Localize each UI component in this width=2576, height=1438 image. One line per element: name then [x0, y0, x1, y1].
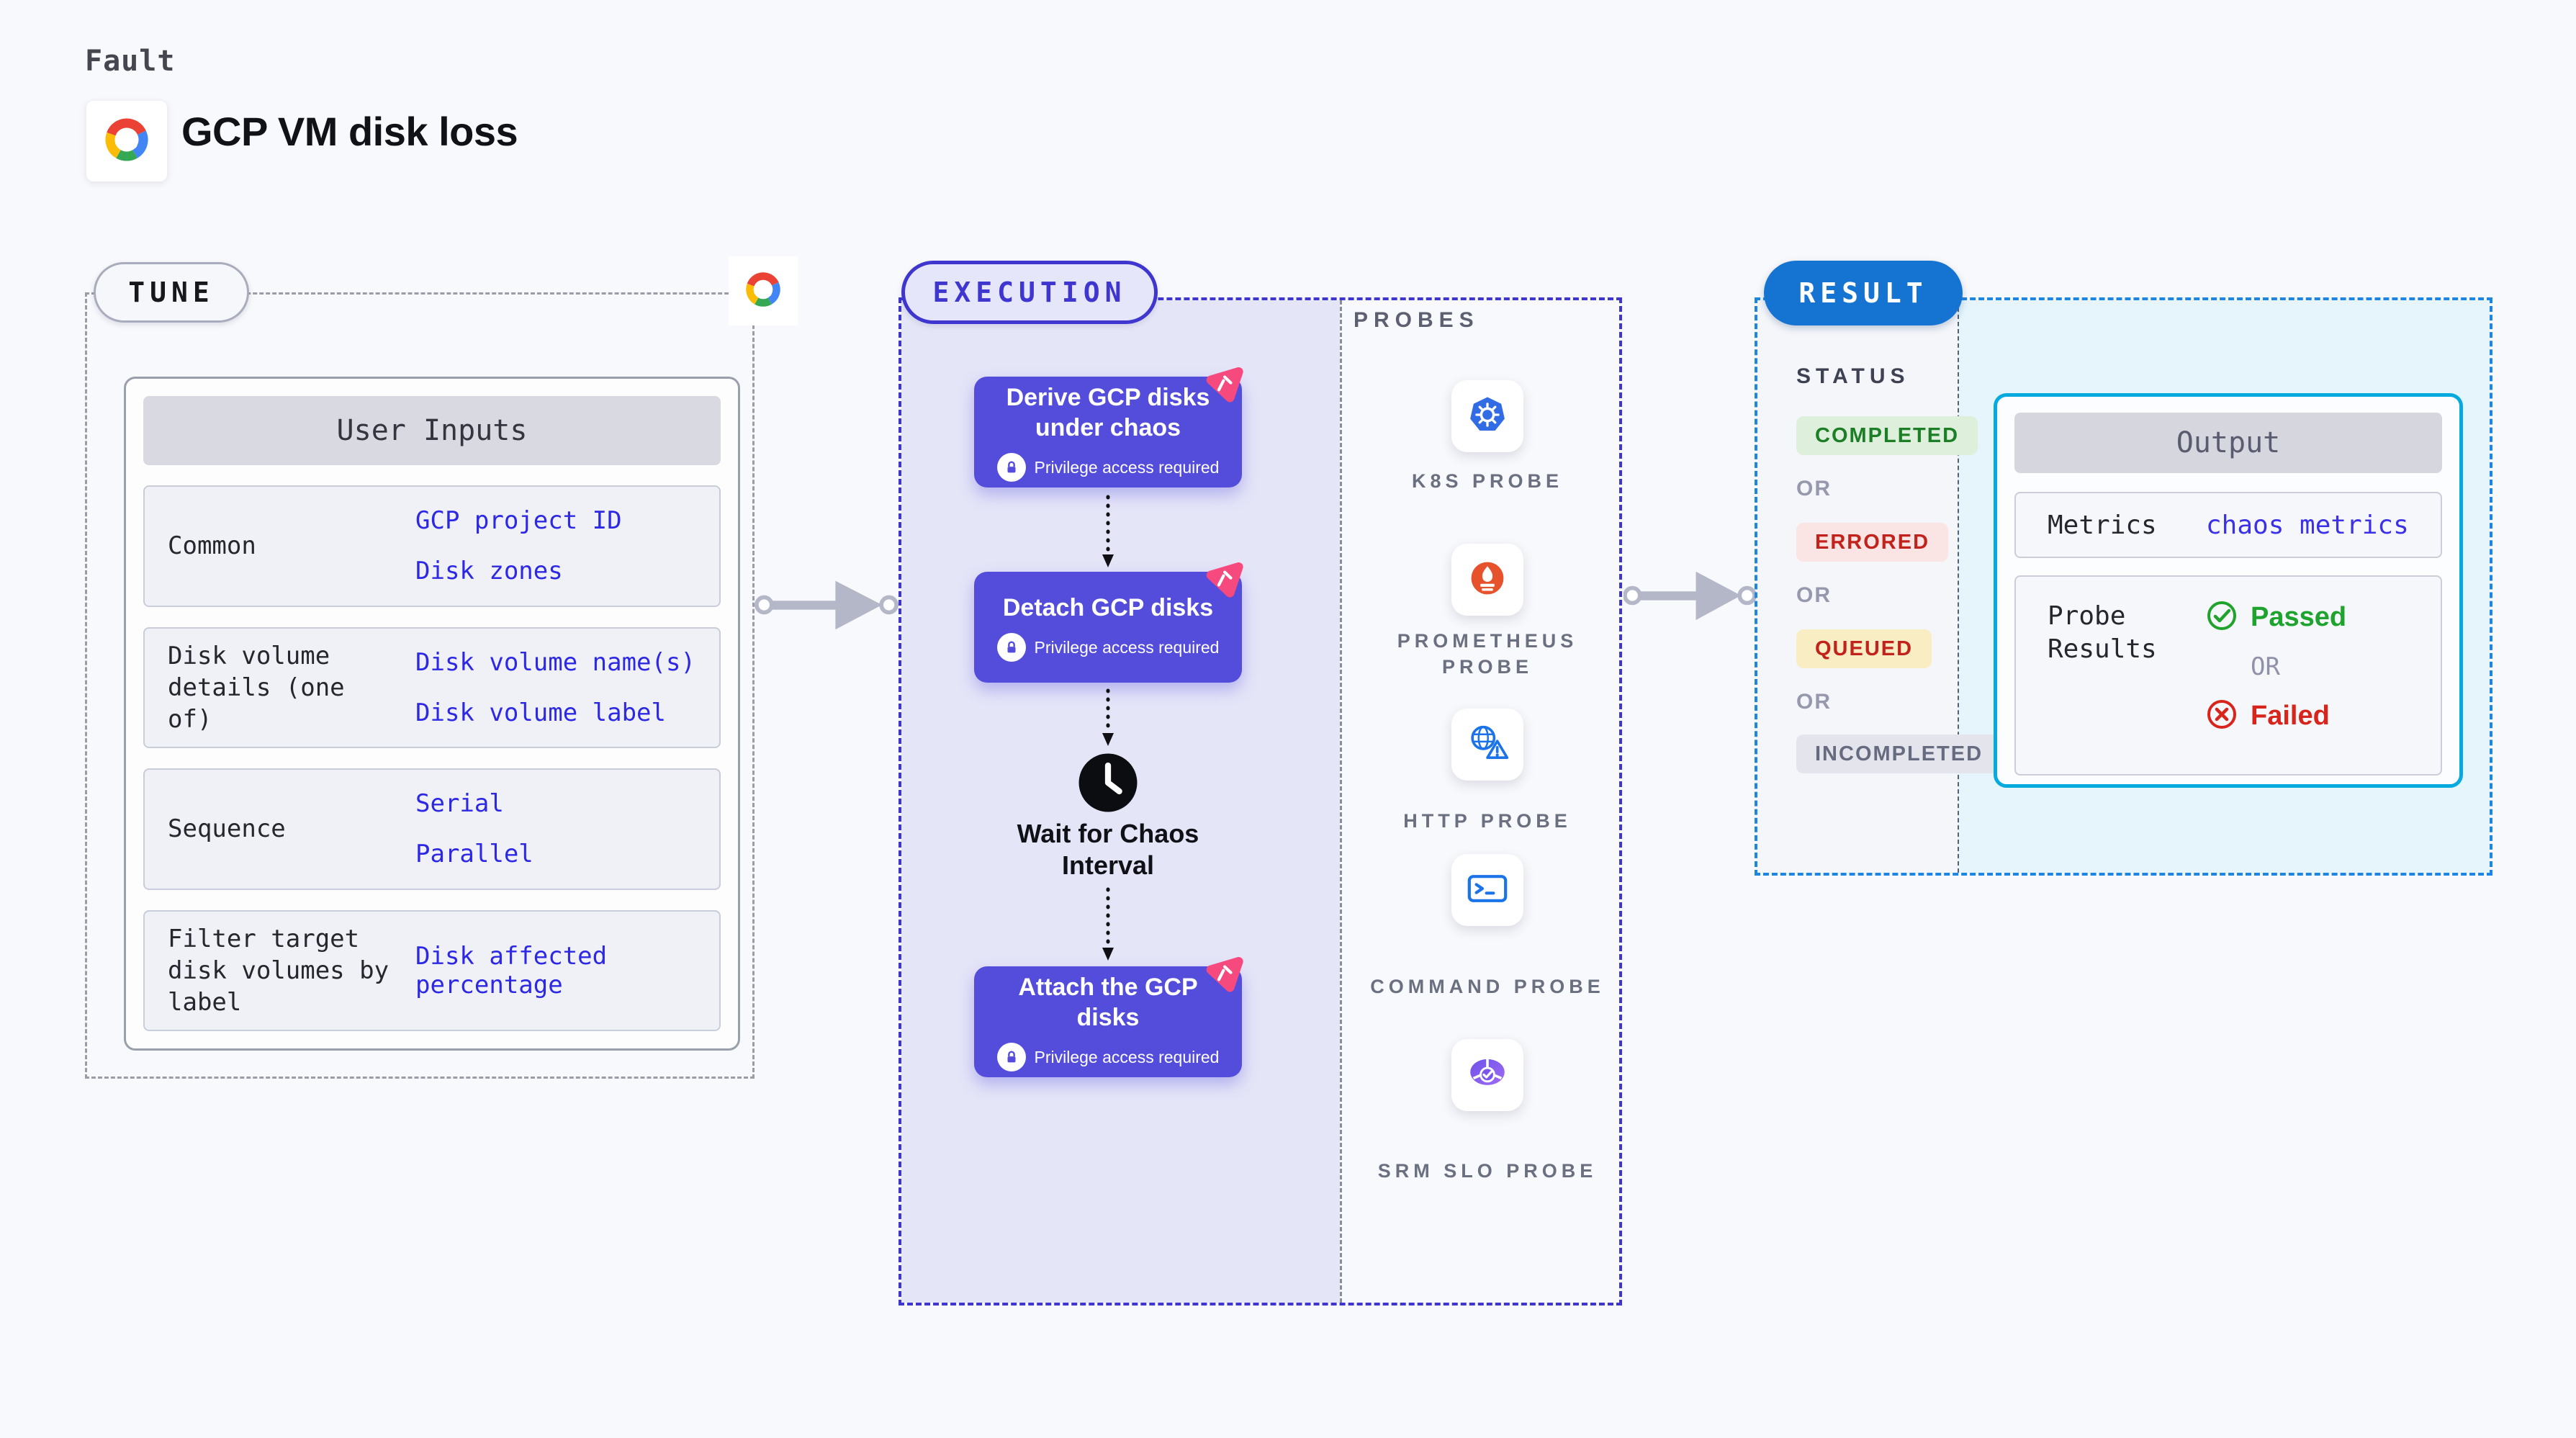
step-title: Detach GCP disks	[1002, 594, 1214, 621]
probe-results-row: Probe Results Passed OR	[2014, 575, 2442, 776]
output-panel: Output Metrics chaos metrics Probe Resul…	[1994, 393, 2463, 788]
table-row: Disk volume details (one of) Disk volume…	[143, 626, 721, 748]
input-link[interactable]: GCP project ID	[415, 506, 622, 536]
probes-divider	[1340, 300, 1342, 1303]
row-label: Filter target disk volumes by label	[168, 924, 389, 1017]
page-kicker: Fault	[85, 45, 176, 78]
metrics-label: Metrics	[2048, 510, 2157, 540]
output-header: Output	[2014, 413, 2442, 473]
clock-icon	[1075, 750, 1141, 819]
input-link[interactable]: Disk affected percentage	[415, 941, 608, 999]
status-badge-queued: QUEUED	[1796, 629, 1932, 668]
passed-label: Passed	[2251, 602, 2347, 632]
or-label: OR	[2251, 652, 2280, 681]
or-label: OR	[1796, 583, 1832, 607]
row-label: Disk volume details (one of)	[168, 641, 345, 734]
user-inputs-table: User Inputs Common GCP project ID Disk z…	[124, 377, 740, 1051]
probe-label-srm-slo: SRM SLO PROBE	[1377, 1160, 1598, 1182]
flow-arrow-down	[1100, 688, 1116, 751]
flow-arrow-down	[1100, 495, 1116, 572]
step-card-detach-disks: Detach GCP disks Privilege access requir…	[974, 572, 1242, 683]
step-title: Derive GCP disks under chaos	[1006, 384, 1210, 441]
input-link[interactable]: Parallel	[415, 840, 533, 869]
status-badge-incompleted: INCOMPLETED	[1796, 734, 2002, 773]
step-card-derive-disks: Derive GCP disks under chaos Privilege a…	[974, 377, 1242, 487]
lock-icon	[996, 1043, 1026, 1071]
input-link[interactable]: Serial	[415, 789, 504, 819]
privilege-note: Privilege access required	[1034, 1047, 1220, 1066]
privilege-note: Privilege access required	[1034, 457, 1220, 477]
globe-warning-icon	[1462, 717, 1513, 773]
lock-icon	[996, 453, 1026, 482]
input-link[interactable]: Disk zones	[415, 557, 563, 586]
failed-label: Failed	[2251, 701, 2330, 731]
probe-tile	[1451, 1039, 1523, 1111]
table-row: Common GCP project ID Disk zones	[143, 485, 721, 607]
row-label: Sequence	[168, 814, 286, 844]
lock-icon	[996, 633, 1026, 662]
gcp-cloud-icon	[94, 113, 160, 170]
status-badge-errored: ERRORED	[1796, 523, 1949, 562]
result-divider	[1958, 300, 1959, 873]
chaos-fault-icon	[1199, 555, 1252, 605]
execution-badge: EXECUTION	[901, 261, 1158, 324]
row-label: Common	[168, 531, 256, 561]
status-badge-completed: COMPLETED	[1796, 416, 1978, 455]
flow-arrow-down	[1100, 887, 1116, 966]
kubernetes-icon	[1462, 389, 1513, 444]
probe-tile	[1451, 380, 1523, 452]
result-badge: RESULT	[1764, 261, 1963, 325]
tune-gcp-corner	[729, 256, 798, 325]
probe-tile	[1451, 544, 1523, 616]
x-circle-icon	[2206, 698, 2238, 734]
gcp-logo-card	[86, 101, 167, 181]
status-heading: STATUS	[1796, 364, 1910, 388]
or-label: OR	[1796, 477, 1832, 500]
chaos-fault-icon	[1199, 360, 1252, 410]
user-inputs-header: User Inputs	[143, 396, 721, 465]
step-title: Attach the GCP disks	[1018, 974, 1198, 1031]
execution-to-result-arrow	[1623, 563, 1757, 632]
probe-label-prometheus: PROMETHEUS PROBE	[1397, 630, 1578, 678]
probe-tile	[1451, 854, 1523, 926]
tune-to-execution-arrow	[755, 572, 899, 641]
probe-results-label: Probe Results	[2048, 601, 2157, 664]
table-row: Sequence Serial Parallel	[143, 768, 721, 890]
probe-label-http: HTTP PROBE	[1403, 810, 1572, 832]
table-row: Filter target disk volumes by label Disk…	[143, 909, 721, 1031]
input-link[interactable]: Disk volume label	[415, 698, 666, 727]
privilege-note: Privilege access required	[1034, 637, 1220, 657]
input-link[interactable]: Disk volume name(s)	[415, 647, 695, 677]
tune-section-box	[85, 292, 755, 1079]
check-circle-icon	[2206, 600, 2238, 635]
terminal-icon	[1462, 863, 1513, 917]
status-panel	[1757, 300, 1958, 873]
tune-badge: TUNE	[94, 262, 249, 323]
gcp-cloud-icon	[737, 268, 790, 315]
slo-gauge-icon	[1462, 1048, 1513, 1103]
probe-label-k8s: K8S PROBE	[1411, 470, 1564, 492]
metrics-row: Metrics chaos metrics	[2014, 492, 2442, 558]
prometheus-icon	[1462, 553, 1513, 607]
step-card-attach-disks: Attach the GCP disks Privilege access re…	[974, 966, 1242, 1077]
probes-heading: PROBES	[1354, 308, 1480, 332]
chaos-metrics-link[interactable]: chaos metrics	[2206, 510, 2409, 540]
or-label: OR	[1796, 690, 1832, 714]
probe-tile	[1451, 709, 1523, 781]
probe-label-command: COMMAND PROBE	[1370, 976, 1605, 997]
chaos-fault-icon	[1199, 950, 1252, 999]
wait-step-label: Wait for Chaos Interval	[1017, 819, 1199, 880]
page-title: GCP VM disk loss	[181, 109, 518, 154]
